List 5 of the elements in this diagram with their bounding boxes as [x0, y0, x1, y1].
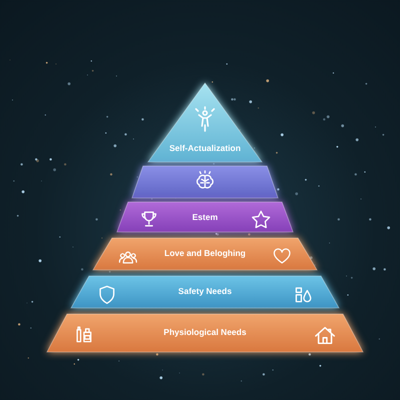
- tier-label: Estem: [191, 212, 219, 222]
- tier-label: Love and Beloghing: [163, 248, 247, 258]
- tier-label: Self-Actualization: [168, 143, 242, 153]
- tier-label: Safety Needs: [177, 286, 233, 296]
- tier-label: Physiological Needs: [162, 327, 248, 337]
